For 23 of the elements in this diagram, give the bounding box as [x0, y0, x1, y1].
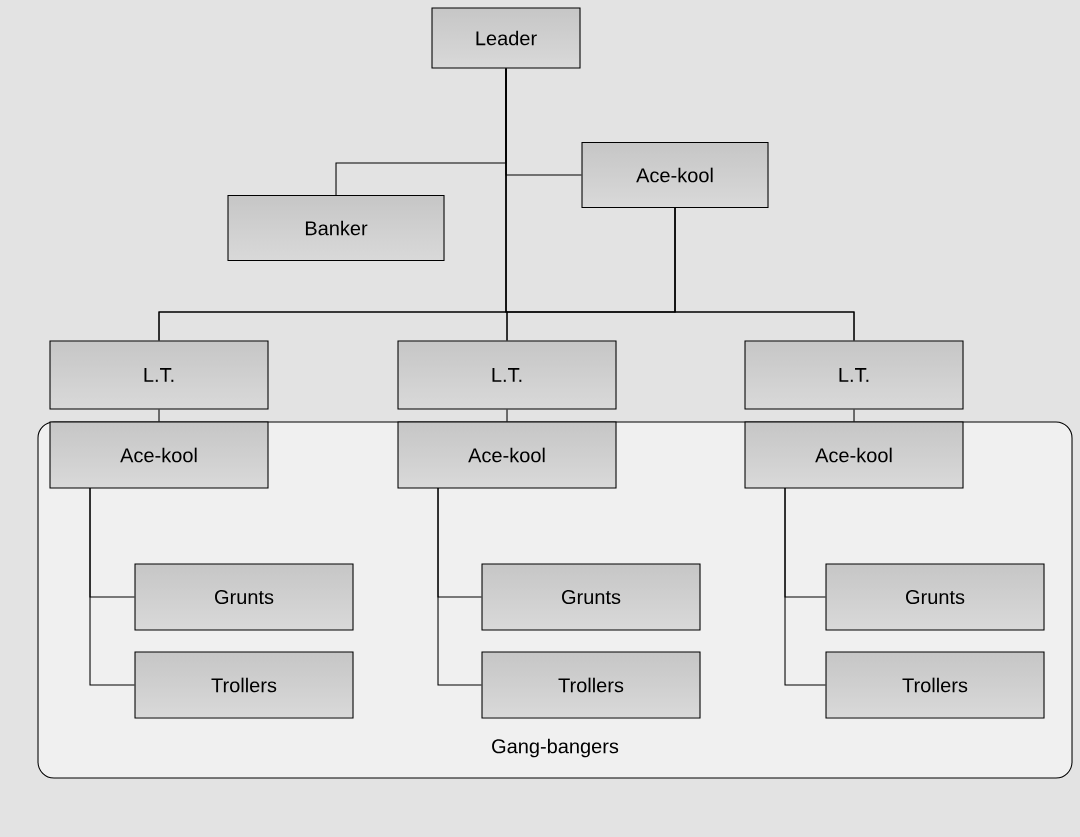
role-box: Ace-kool: [397, 421, 617, 489]
role-box: L.T.: [49, 340, 269, 410]
connector-line: [89, 487, 135, 686]
role-box: Trollers: [825, 651, 1045, 719]
connector-line: [784, 487, 826, 686]
role-box: Grunts: [825, 563, 1045, 631]
role-box: Trollers: [134, 651, 354, 719]
connector-line: [674, 207, 855, 341]
role-box: Trollers: [481, 651, 701, 719]
role-box: Banker: [227, 194, 445, 262]
connector-line: [853, 409, 855, 422]
role-box: Ace-kool: [744, 421, 964, 489]
connector-line: [506, 409, 508, 422]
connector-line: [437, 487, 482, 686]
connector-line: [158, 409, 160, 422]
role-box: L.T.: [397, 340, 617, 410]
group-label: Gang-bangers: [492, 738, 619, 758]
role-box: Ace-kool: [49, 421, 269, 489]
role-box: Leader: [431, 7, 581, 69]
role-box: Grunts: [134, 563, 354, 631]
role-box: Ace-kool: [581, 141, 769, 209]
role-box: L.T.: [744, 340, 964, 410]
role-box: Grunts: [481, 563, 701, 631]
